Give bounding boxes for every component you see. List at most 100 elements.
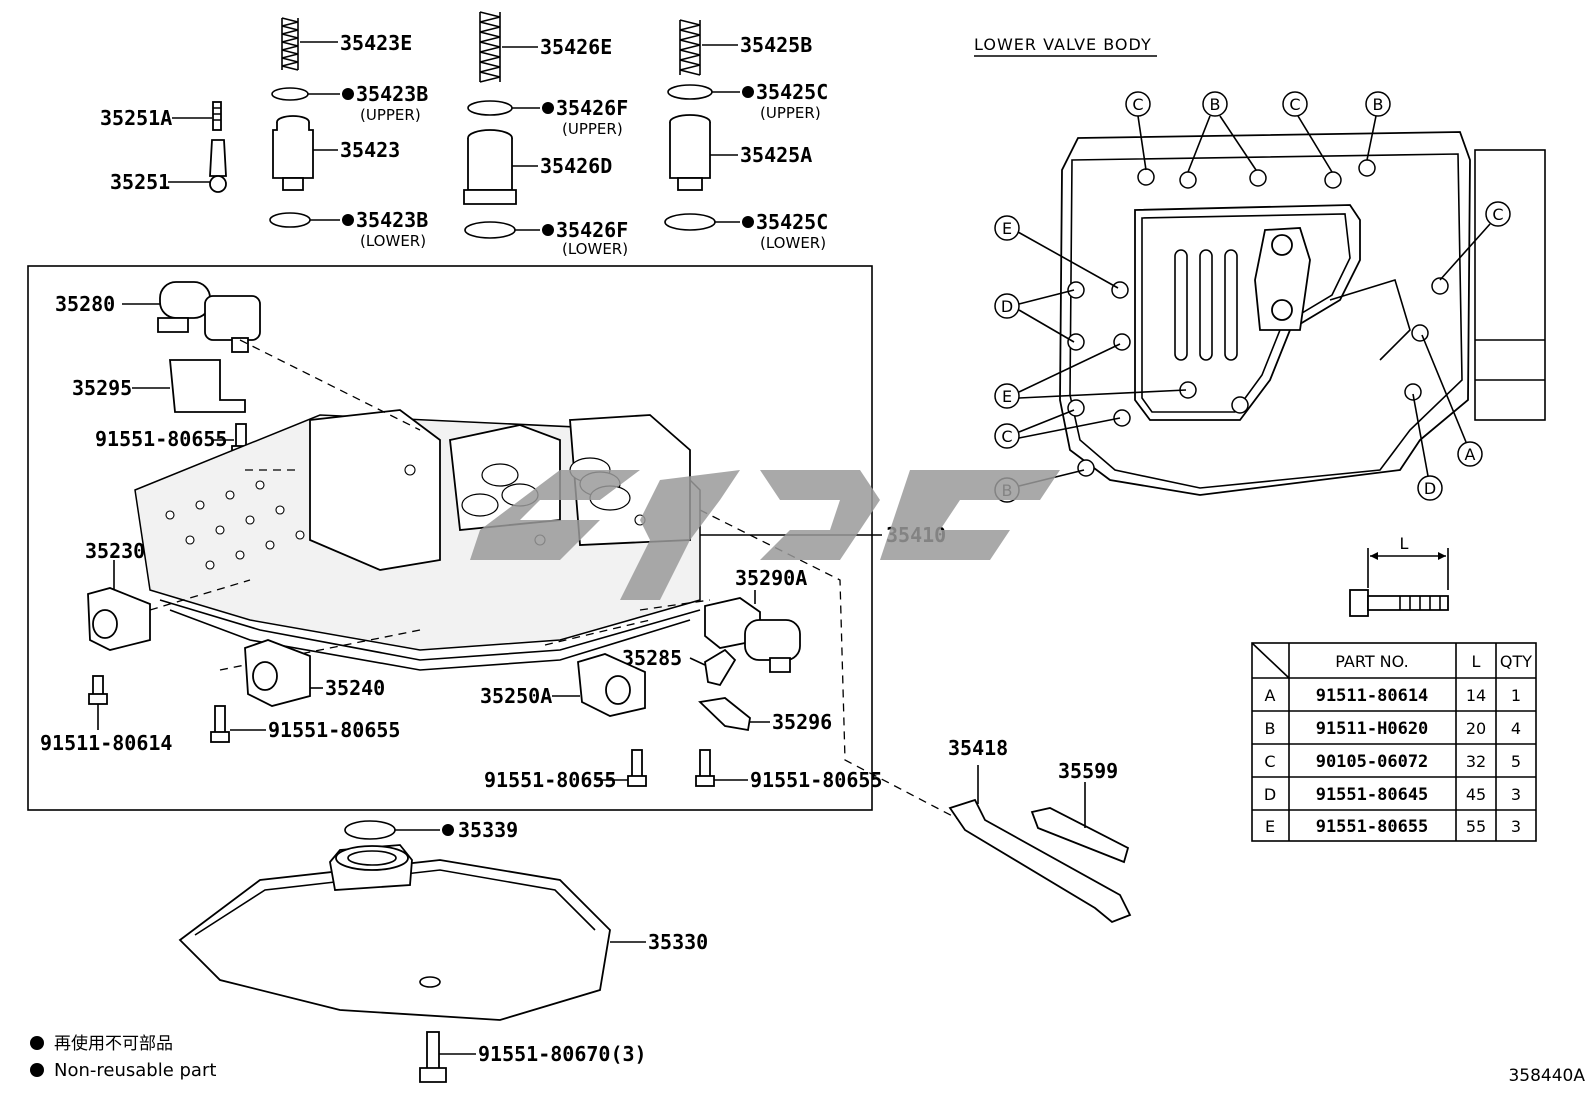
callout-c2: C — [1282, 91, 1333, 173]
label-35425b: 35425B — [740, 33, 812, 57]
row-a-qty: 1 — [1511, 686, 1521, 705]
row-b-key: B — [1265, 719, 1276, 738]
note-lower-1: (LOWER) — [360, 232, 426, 250]
spring-35425b — [679, 19, 738, 76]
note-upper-3: (UPPER) — [760, 104, 821, 122]
svg-text:B: B — [1210, 95, 1221, 114]
callout-e1: E — [994, 215, 1119, 289]
label-35339: 35339 — [458, 818, 518, 842]
svg-text:A: A — [1465, 445, 1476, 464]
row-e-qty: 3 — [1511, 817, 1521, 836]
svg-text:D: D — [1424, 479, 1436, 498]
bolt-91551-80670 — [419, 1031, 476, 1083]
bracket-35295 — [132, 359, 246, 413]
row-c-part: 90105-06072 — [1316, 752, 1429, 772]
label-35426d: 35426D — [540, 154, 612, 178]
label-35290a: 35290A — [735, 566, 807, 590]
diagram-code: 358440A — [1508, 1066, 1585, 1086]
oring-35423b-upper — [271, 87, 354, 101]
label-35251a: 35251A — [100, 106, 172, 130]
pin-35251a — [172, 101, 222, 131]
legend: 再使用不可部品 Non-reusable part — [30, 1033, 216, 1081]
svg-text:B: B — [1373, 95, 1384, 114]
watermark-logo — [470, 470, 1060, 600]
dash-line-7 — [639, 599, 711, 611]
label-35425a: 35425A — [740, 143, 812, 167]
label-35230: 35230 — [85, 539, 145, 563]
label-35599: 35599 — [1058, 759, 1118, 783]
label-35330: 35330 — [648, 930, 708, 954]
label-35251: 35251 — [110, 170, 170, 194]
svg-text:C: C — [1492, 205, 1503, 224]
plunger-35251 — [168, 139, 227, 193]
solenoid-35240 — [244, 639, 323, 707]
th-qty: QTY — [1500, 652, 1532, 671]
row-b-part: 91511-H0620 — [1316, 719, 1429, 739]
label-35296: 35296 — [772, 710, 832, 734]
bolt-table: PART NO. L QTY A 91511-80614 14 1 B 9151… — [1251, 642, 1537, 842]
oring-35426f-lower — [464, 221, 554, 239]
label-91511-80614: 91511-80614 — [40, 731, 172, 755]
sleeve-35426d — [463, 129, 538, 205]
clip-35285 — [689, 648, 737, 687]
svg-text:E: E — [1002, 219, 1012, 238]
row-a-part: 91511-80614 — [1316, 686, 1429, 706]
label-35426f-lower: 35426F — [556, 218, 628, 242]
callout-c4: C — [994, 409, 1121, 449]
label-35240: 35240 — [325, 676, 385, 700]
oring-35426f-upper — [467, 100, 554, 116]
bolt-dimension-illustration — [1349, 548, 1449, 617]
row-e-key: E — [1265, 817, 1275, 836]
row-d-qty: 3 — [1511, 785, 1521, 804]
oring-35425c-lower — [664, 213, 754, 231]
legend-bullet-en — [30, 1063, 44, 1077]
row-c-qty: 5 — [1511, 752, 1521, 771]
bolt-91511-80614 — [88, 675, 108, 730]
callout-d1: D — [994, 289, 1075, 343]
svg-text:C: C — [1001, 427, 1012, 446]
solenoid-35250a — [552, 653, 646, 717]
dash-line-3 — [149, 579, 251, 611]
legend-jp: 再使用不可部品 — [54, 1033, 173, 1054]
th-part-no: PART NO. — [1335, 652, 1408, 671]
dash-line-1 — [239, 339, 421, 431]
bracket-35296 — [698, 697, 770, 732]
label-35425c-lower: 35425C — [756, 210, 828, 234]
callout-c1: C — [1125, 91, 1151, 171]
label-35423b-lower: 35423B — [356, 208, 428, 232]
oring-35425c-upper — [667, 84, 754, 100]
callout-a1: A — [1421, 334, 1483, 467]
row-d-l: 45 — [1466, 785, 1486, 804]
oring-35339 — [344, 820, 454, 840]
section-title: LOWER VALVE BODY — [974, 35, 1152, 54]
oil-strainer-35330 — [178, 844, 646, 1021]
label-35423b-upper: 35423B — [356, 82, 428, 106]
label-35426f-upper: 35426F — [556, 96, 628, 120]
note-upper-2: (UPPER) — [562, 120, 623, 138]
label-35425c-upper: 35425C — [756, 80, 828, 104]
label-35423: 35423 — [340, 138, 400, 162]
row-c-l: 32 — [1466, 752, 1486, 771]
spring-35423e — [281, 17, 338, 71]
note-lower-2: (LOWER) — [562, 240, 628, 258]
row-e-l: 55 — [1466, 817, 1486, 836]
dash-line-5 — [544, 619, 651, 646]
lower-valve-body-view — [1059, 131, 1546, 496]
label-35295: 35295 — [72, 376, 132, 400]
label-35426e: 35426E — [540, 35, 612, 59]
svg-text:C: C — [1132, 95, 1143, 114]
row-a-l: 14 — [1466, 686, 1486, 705]
row-c-key: C — [1264, 752, 1275, 771]
callout-e2: E — [994, 343, 1187, 409]
row-e-part: 91551-80655 — [1316, 817, 1429, 837]
solenoid-35230 — [87, 560, 151, 651]
sleeve-35423 — [272, 115, 338, 191]
solenoid-35280 — [122, 281, 261, 353]
row-b-l: 20 — [1466, 719, 1486, 738]
bolt-length-label: L — [1400, 534, 1409, 553]
label-35423e: 35423E — [340, 31, 412, 55]
bolt-91551-80655-c — [596, 749, 647, 787]
label-91551-80655-c: 91551-80655 — [484, 768, 616, 792]
label-91551-80655-d: 91551-80655 — [750, 768, 882, 792]
